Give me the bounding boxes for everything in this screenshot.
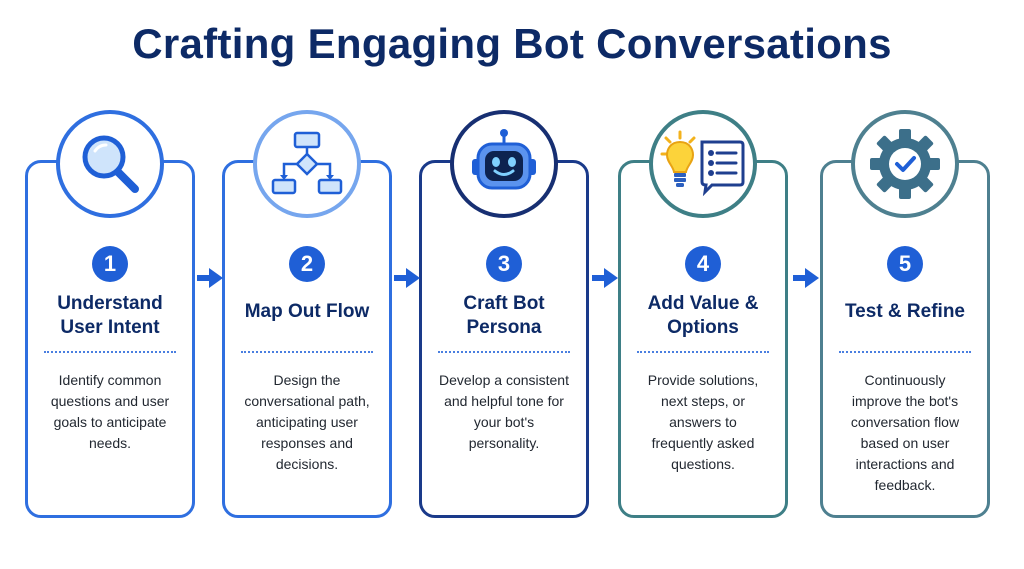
- step-4-icon-circle: [649, 110, 757, 218]
- step-4-description: Provide solutions, next steps, or answer…: [647, 372, 759, 472]
- step-3-icon-circle: [450, 110, 558, 218]
- step-card-3: [419, 160, 589, 518]
- step-5-description: Continuously improve the bot's conversat…: [850, 372, 960, 493]
- gear-check-icon: [870, 129, 940, 199]
- step-2-number: 2: [289, 246, 325, 282]
- step-5-icon-circle: [851, 110, 959, 218]
- step-1-number: 1: [92, 246, 128, 282]
- step-2-title: Map Out Flow: [244, 301, 370, 322]
- magnifying-glass-icon: [82, 135, 139, 193]
- lightbulb-checklist-icon: [660, 130, 745, 197]
- arrow-right-icon: [592, 268, 618, 288]
- step-card-4: [618, 160, 788, 518]
- step-3-description: Develop a consistent and helpful tone fo…: [439, 372, 569, 451]
- step-2-divider: [241, 351, 373, 353]
- step-4-title: Add Value & Options: [647, 293, 759, 338]
- step-5-divider: [839, 351, 971, 353]
- step-1-divider: [44, 351, 176, 353]
- arrow-right-icon: [197, 268, 223, 288]
- flowchart-icon: [271, 131, 343, 195]
- step-card-5: [820, 160, 990, 518]
- step-1-title: Understand User Intent: [57, 293, 163, 338]
- step-card-1: [25, 160, 195, 518]
- arrow-right-icon: [793, 268, 819, 288]
- step-3-divider: [438, 351, 570, 353]
- step-4-number: 4: [685, 246, 721, 282]
- step-2-icon-circle: [253, 110, 361, 218]
- step-1-description: Identify common questions and user goals…: [50, 372, 170, 451]
- page-title: Crafting Engaging Bot Conversations: [132, 20, 892, 67]
- step-1-icon-circle: [56, 110, 164, 218]
- step-3-title: Craft Bot Persona: [463, 293, 545, 338]
- step-2-description: Design the conversational path, anticipa…: [244, 372, 370, 472]
- step-4-divider: [637, 351, 769, 353]
- arrow-right-icon: [394, 268, 420, 288]
- step-3-number: 3: [486, 246, 522, 282]
- step-5-number: 5: [887, 246, 923, 282]
- step-card-2: [222, 160, 392, 518]
- step-5-title: Test & Refine: [844, 301, 965, 322]
- robot-face-icon: [472, 129, 536, 190]
